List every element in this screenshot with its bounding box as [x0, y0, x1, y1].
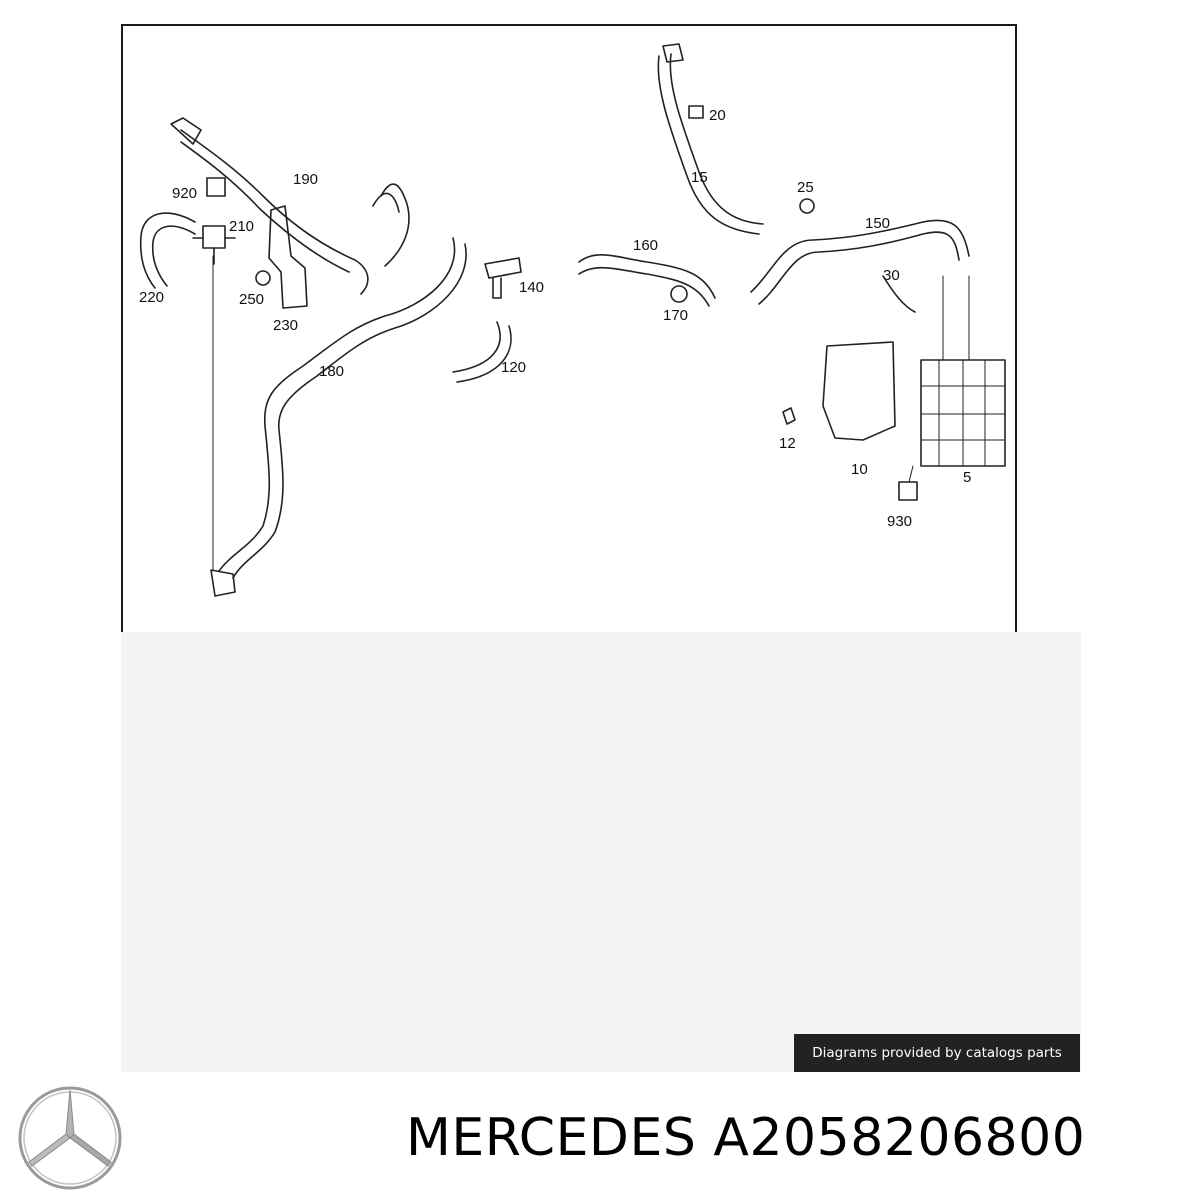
part-number: A2058206800 [713, 1108, 1086, 1168]
callout-5: 5 [963, 469, 971, 486]
callout-140: 140 [519, 279, 544, 296]
diagram-credit-badge: Diagrams provided by catalogs parts [794, 1034, 1080, 1072]
callout-180: 180 [319, 363, 344, 380]
parts-diagram: 920 210 190 220 250 230 180 140 120 160 … [121, 24, 1017, 634]
bracket-230 [268, 205, 308, 309]
callout-120: 120 [501, 359, 526, 376]
valve-210 [202, 225, 226, 249]
brand-name: MERCEDES [406, 1108, 697, 1168]
placeholder-panel [121, 632, 1081, 1072]
callout-170: 170 [663, 307, 688, 324]
callout-210: 210 [229, 218, 254, 235]
fitting-140 [484, 257, 522, 279]
hose-15 [657, 55, 760, 235]
bracket-10 [822, 341, 896, 441]
callout-15: 15 [691, 169, 708, 186]
callout-230: 230 [273, 317, 298, 334]
callout-12: 12 [779, 435, 796, 452]
ring-170 [670, 285, 688, 303]
callout-150: 150 [865, 215, 890, 232]
callout-190: 190 [293, 171, 318, 188]
hose-120 [452, 321, 501, 373]
part-title: MERCEDES A2058206800 [406, 1104, 1085, 1172]
clamp-30 [882, 275, 916, 313]
callout-920: 920 [172, 185, 197, 202]
callout-220: 220 [139, 289, 164, 306]
hose-190 [180, 129, 369, 295]
hose-diagram-drawing: 920 210 190 220 250 230 180 140 120 160 … [139, 43, 1006, 597]
hose-180 [218, 237, 456, 572]
hose-160 [578, 254, 716, 299]
callout-250: 250 [239, 291, 264, 308]
callout-10: 10 [851, 461, 868, 478]
hose-220 [139, 212, 196, 289]
callout-160: 160 [633, 237, 658, 254]
hose-150 [750, 219, 970, 293]
mercedes-star-icon [18, 1086, 122, 1190]
callout-30: 30 [883, 267, 900, 284]
callout-20: 20 [709, 107, 726, 124]
callout-930: 930 [887, 513, 912, 530]
callout-25: 25 [797, 179, 814, 196]
